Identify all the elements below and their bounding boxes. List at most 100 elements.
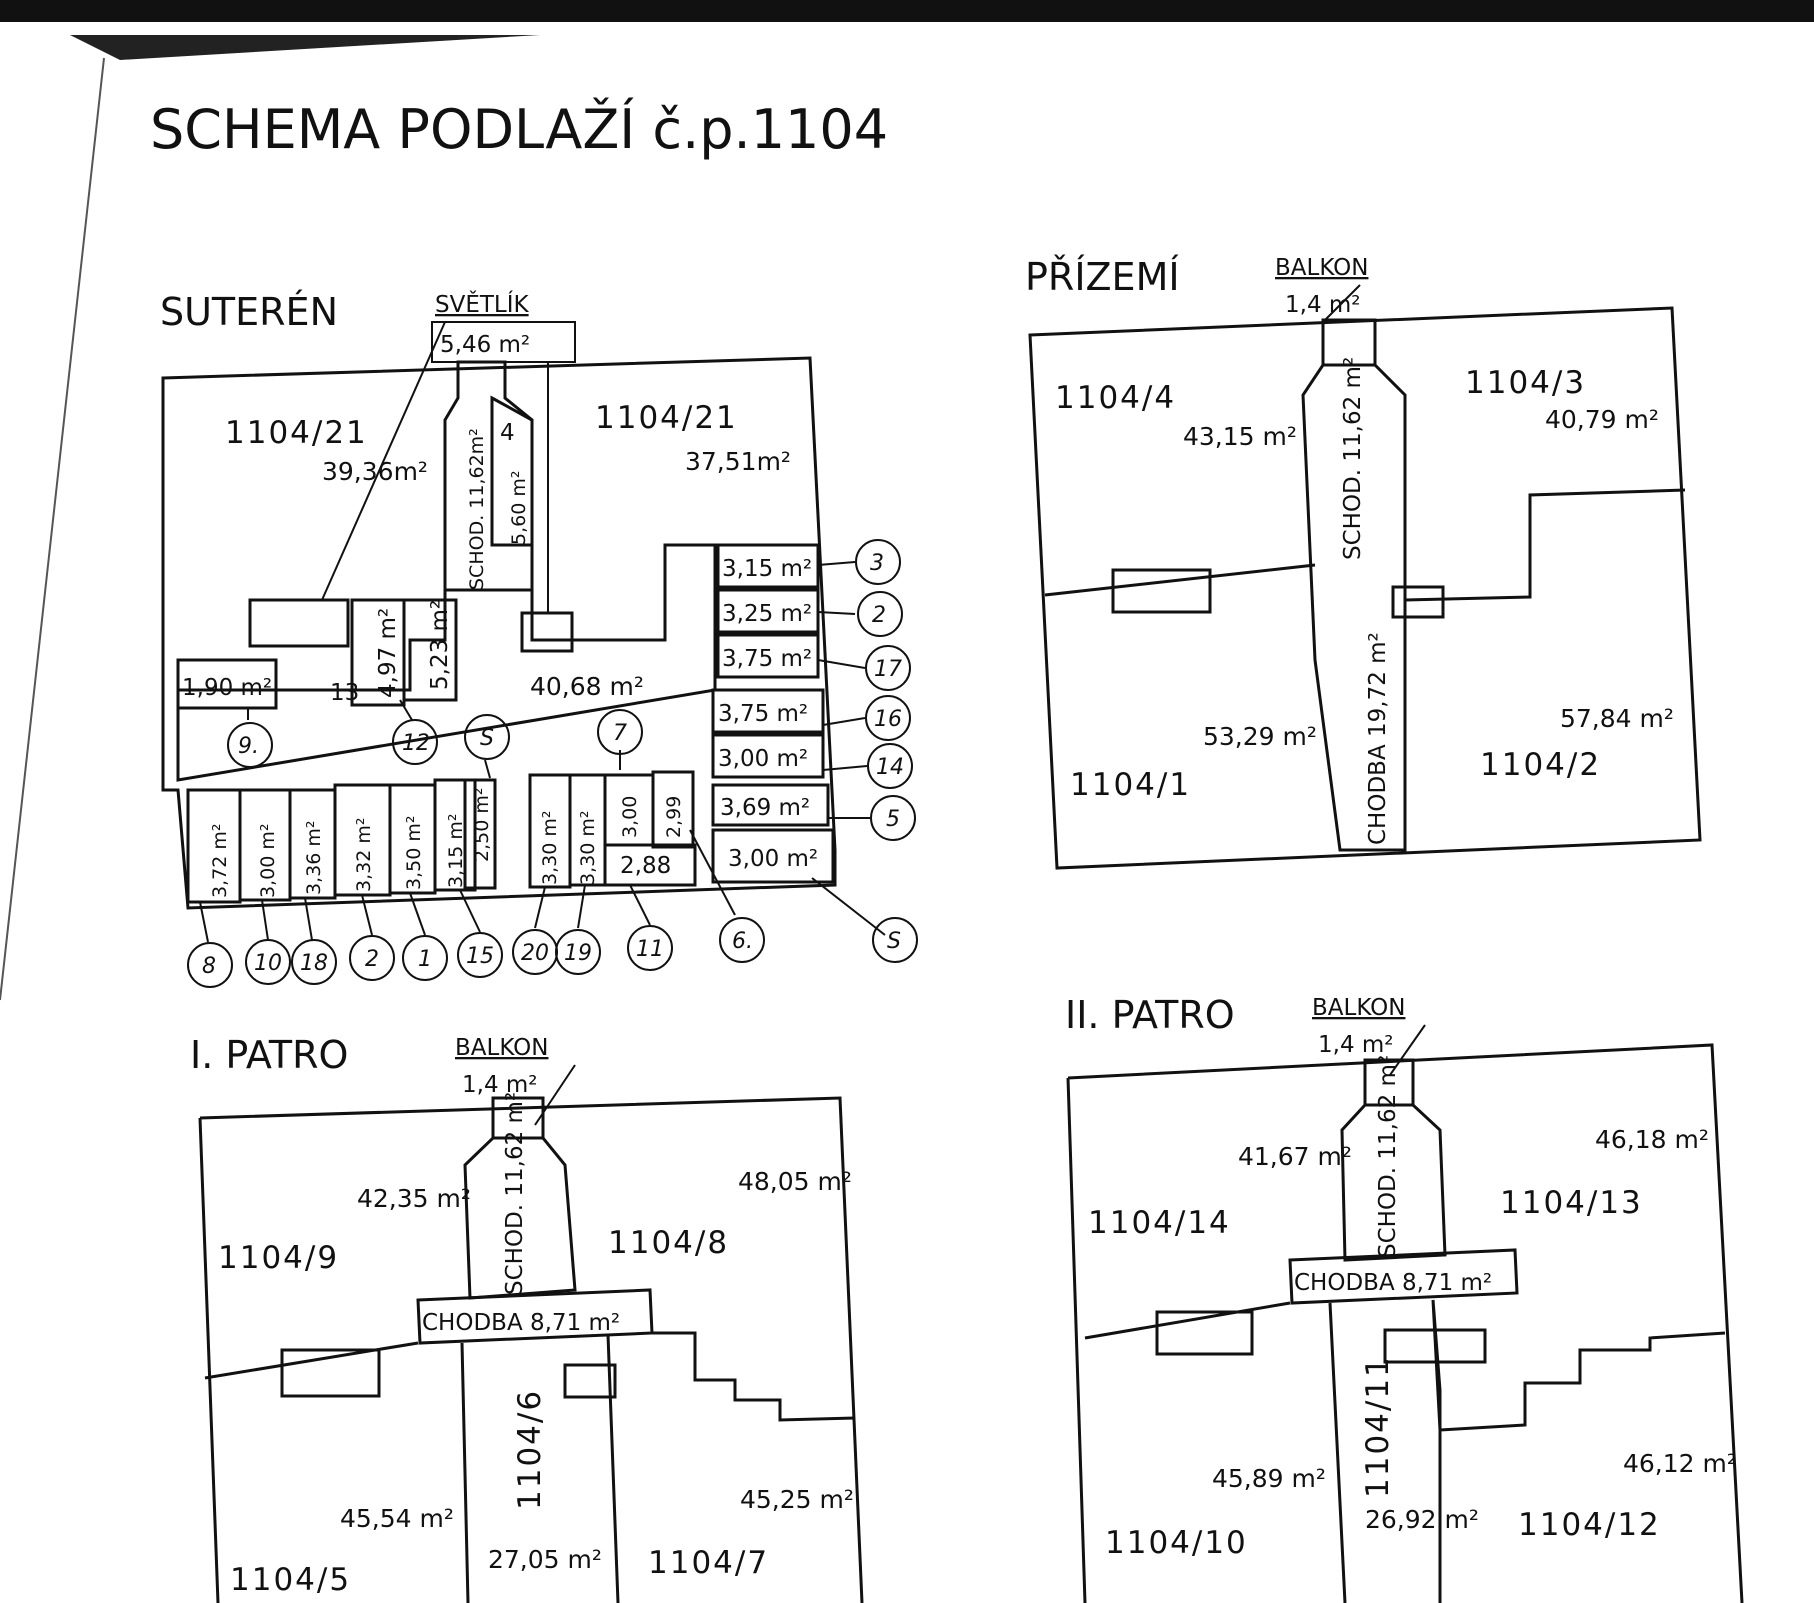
prizemi-u4: 1104/4	[1055, 380, 1176, 416]
patro2-balkon-label: BALKON	[1312, 995, 1405, 1021]
patro1-chodba-label: CHODBA 8,71 m²	[422, 1310, 620, 1336]
patro2-plan: II. PATRO BALKON 1,4 m² SCHOD. 11,62 m² …	[1065, 993, 1744, 1603]
suteren-bottom-cells	[186, 770, 697, 904]
prizemi-chodba-label: CHODBA 19,72 m²	[1365, 632, 1391, 845]
prizemi-u2: 1104/2	[1480, 747, 1601, 783]
patro1-chimney-1	[280, 1348, 381, 1398]
suteren-mid-circle-group	[227, 699, 643, 779]
bottom-cell-4: 3,32 m²	[353, 818, 375, 892]
patro2-u11: 1104/11	[1360, 1355, 1396, 1498]
circle-11: 11	[636, 937, 664, 962]
suteren-room9-area: 1,90 m²	[182, 675, 272, 701]
suteren-room9	[176, 658, 278, 710]
suteren-room13-num: 13	[330, 680, 359, 706]
patro2-u14-area: 41,67 m²	[1238, 1142, 1352, 1171]
suteren-corridor-area: 40,68 m²	[530, 672, 644, 701]
suteren-heading: SUTERÉN	[160, 290, 338, 334]
circle-5: 5	[886, 807, 900, 832]
suteren-right-cell-7: 3,00 m²	[728, 846, 818, 872]
bottom-cell-9: 3,30 m²	[577, 811, 599, 885]
prizemi-outline	[1028, 306, 1702, 870]
circle-2-right: 2	[872, 603, 886, 628]
patro1-u8: 1104/8	[608, 1225, 729, 1261]
circle-17: 17	[874, 657, 902, 682]
patro2-u14: 1104/14	[1088, 1205, 1231, 1241]
suteren-room4-area: 5,60 m²	[508, 471, 530, 545]
scan-corner-shadow	[70, 35, 540, 60]
patro2-u10: 1104/10	[1105, 1525, 1248, 1561]
patro1-u7: 1104/7	[648, 1545, 769, 1581]
patro1-balkon-label: BALKON	[455, 1035, 548, 1061]
scan-top-border	[0, 0, 1814, 22]
suteren-unit-right-area: 37,51m²	[685, 447, 791, 476]
circle-15: 15	[466, 944, 494, 969]
suteren-outline	[161, 356, 837, 910]
suteren-stair-label: SCHOD. 11,62m²	[466, 428, 488, 590]
patro1-u6-area: 27,05 m²	[488, 1545, 602, 1574]
bottom-cell-8: 3,30 m²	[539, 811, 561, 885]
patro1-u5-area: 45,54 m²	[340, 1504, 454, 1533]
suteren-right-cell-5: 3,00 m²	[718, 746, 808, 772]
patro1-stair-label: SCHOD. 11,62 m²	[502, 1092, 528, 1295]
patro1-u8-area: 48,05 m²	[738, 1167, 852, 1196]
prizemi-u4-area: 43,15 m²	[1183, 422, 1297, 451]
prizemi-u1: 1104/1	[1070, 767, 1191, 803]
patro2-u10-area: 45,89 m²	[1212, 1464, 1326, 1493]
prizemi-u2-area: 57,84 m²	[1560, 704, 1674, 733]
patro2-heading: II. PATRO	[1065, 993, 1235, 1037]
patro2-u12-area: 46,12 m²	[1623, 1449, 1737, 1478]
bottom-cell-7: 2,50 m²	[471, 788, 493, 862]
patro1-u9-area: 42,35 m²	[357, 1184, 471, 1213]
patro2-u13-area: 46,18 m²	[1595, 1125, 1709, 1154]
suteren-chimney-1	[248, 598, 350, 648]
patro1-stair	[463, 1136, 577, 1300]
patro1-chimney-2	[563, 1363, 617, 1399]
patro2-chodba	[1288, 1248, 1519, 1305]
suteren-room12-area: 5,23 m²	[427, 600, 453, 690]
suteren-chimney-2	[520, 611, 574, 653]
prizemi-chimney-1	[1111, 568, 1212, 614]
patro2-balkon-area: 1,4 m²	[1318, 1032, 1394, 1058]
bottom-cell-12: 2,88	[620, 853, 671, 879]
prizemi-plan: PŘÍZEMÍ BALKON 1,4 m² SCHOD. 11,62 m² CH…	[1025, 255, 1702, 870]
suteren-room4-num: 4	[500, 420, 515, 446]
circle-9: 9.	[238, 734, 259, 759]
suteren-plan: SUTERÉN SVĚTLÍK 5,46 m² SCHOD. 11,62m² 4…	[160, 290, 918, 988]
circle-7: 7	[613, 721, 627, 746]
circle-2-bottom: 2	[365, 947, 379, 972]
circle-20: 20	[521, 941, 549, 966]
patro2-outline	[1066, 1043, 1744, 1603]
bottom-cell-10: 3,00	[619, 796, 641, 838]
prizemi-u1-area: 53,29 m²	[1203, 722, 1317, 751]
suteren-right-cell-4: 3,75 m²	[718, 701, 808, 727]
patro2-inner-walls	[1084, 1299, 1726, 1603]
prizemi-stair-label: SCHOD. 11,62 m²	[1340, 357, 1366, 560]
suteren-right-cell-6: 3,69 m²	[720, 795, 810, 821]
suteren-right-cells	[711, 543, 835, 884]
circle-16: 16	[874, 707, 902, 732]
prizemi-chimney-2	[1391, 585, 1445, 619]
circle-12: 12	[402, 731, 430, 756]
svetlik-leader-1	[321, 321, 446, 601]
suteren-room4	[490, 395, 534, 547]
bottom-cell-2: 3,00 m²	[257, 824, 279, 898]
circle-6: 6.	[732, 929, 753, 954]
suteren-room13-area: 4,97 m²	[375, 608, 401, 698]
suteren-unit-right: 1104/21	[595, 400, 738, 436]
patro1-u9: 1104/9	[218, 1240, 339, 1276]
circle-10: 10	[254, 951, 282, 976]
patro2-stair	[1340, 1103, 1447, 1262]
page-title: SCHEMA PODLAŽÍ č.p.1104	[150, 98, 888, 161]
patro2-chimney-2	[1383, 1328, 1487, 1364]
suteren-room12	[402, 598, 458, 702]
circle-1: 1	[418, 947, 432, 972]
patro1-inner-walls	[204, 1331, 856, 1603]
circle-s-bottom: S	[887, 929, 901, 954]
circle-3: 3	[870, 551, 884, 576]
bottom-cell-1: 3,72 m²	[209, 824, 231, 898]
patro2-chodba-label: CHODBA 8,71 m²	[1294, 1270, 1492, 1296]
patro1-u7-area: 45,25 m²	[740, 1485, 854, 1514]
bottom-cell-3: 3,36 m²	[303, 821, 325, 895]
patro1-plan: I. PATRO BALKON 1,4 m² SCHOD. 11,62 m² C…	[190, 1033, 864, 1603]
svetlik-label: SVĚTLÍK	[435, 290, 530, 318]
